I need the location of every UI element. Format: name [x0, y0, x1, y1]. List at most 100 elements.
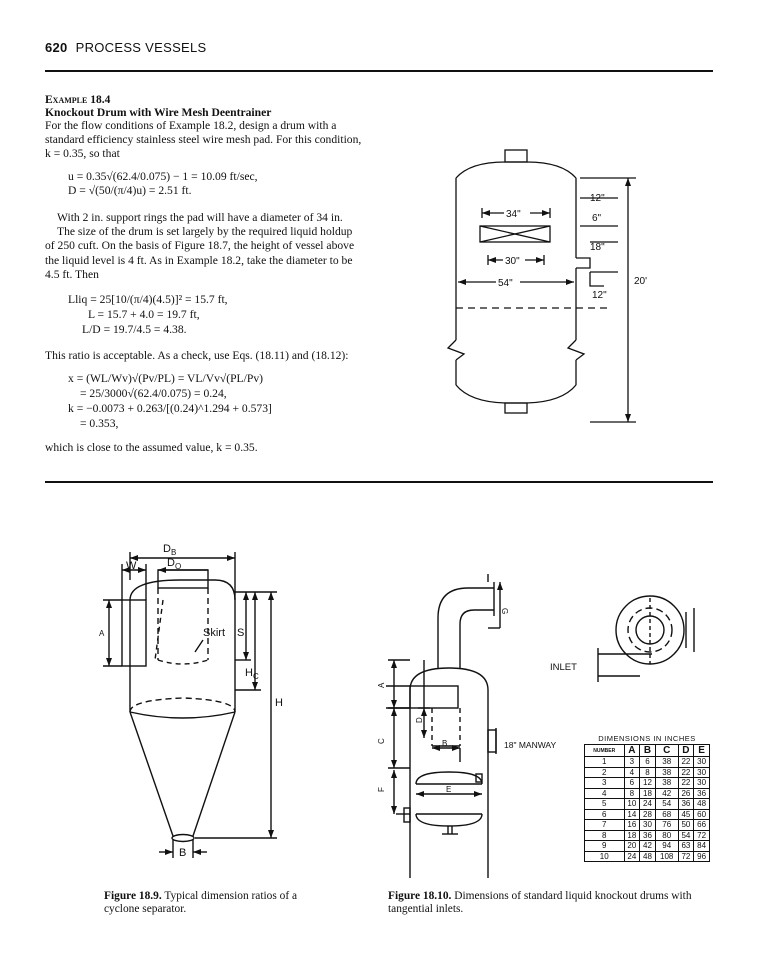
table-cell: 16	[623, 819, 641, 831]
table-cell: 30	[693, 777, 710, 789]
table-cell: 36	[639, 829, 656, 841]
top-head	[455, 161, 577, 179]
table-cell: 1	[584, 756, 625, 768]
example-label: Example 18.4	[45, 94, 111, 106]
equation-u: u = 0.35√(62.4/0.075) − 1 = 10.09 ft/sec…	[68, 170, 258, 183]
label-w: W	[126, 560, 137, 572]
table-cell: 38	[654, 766, 679, 778]
label-b: B	[179, 847, 186, 859]
label-g: G	[500, 608, 509, 614]
paragraph-conclusion: which is close to the assumed value, k =…	[45, 441, 258, 454]
table-cell: 2	[584, 766, 625, 778]
table-cell: 76	[654, 819, 679, 831]
equation-lliq: Lliq = 25[10/(π/4)(4.5)]² = 15.7 ft,	[68, 293, 228, 306]
table-cell: 5	[584, 798, 625, 810]
page-number: 620	[45, 40, 68, 55]
dim-12-bottom-label: 12"	[592, 290, 607, 301]
table-cell: 38	[654, 756, 679, 768]
table-cell: 48	[639, 850, 656, 862]
cyclone-separator-diagram: DB W DO Skirt S A HC H B	[99, 543, 283, 859]
table-cell: 12	[639, 777, 656, 789]
break-right	[566, 339, 586, 361]
table-cell: 3	[623, 756, 641, 768]
example-column: Example 18.4 Knockout Drum with Wire Mes…	[45, 94, 363, 162]
dim-54-label: 54"	[498, 278, 513, 289]
dim-30-label: 30"	[505, 256, 520, 267]
label-f-drum: F	[377, 787, 386, 792]
header-number: NUMBER	[584, 744, 625, 757]
dim-18-label: 18"	[590, 242, 605, 253]
table-cell: 54	[677, 829, 695, 841]
table-cell: 42	[654, 787, 679, 799]
label-a-drum: A	[377, 682, 386, 688]
equation-ld: L/D = 19.7/4.5 = 4.38.	[82, 323, 187, 336]
table-cell: 60	[693, 808, 710, 820]
table-cell: 20	[623, 840, 641, 852]
standard-knockout-drum-diagram: G A D C F B E INLET 18" MANWAY	[377, 574, 695, 878]
label-db: DB	[163, 543, 176, 557]
example-body: With 2 in. support rings the pad will ha…	[45, 211, 363, 282]
caption-fig-18-10-text: Dimensions of standard liquid knockout d…	[388, 890, 692, 915]
table-cell: 7	[584, 819, 625, 831]
manway-flange	[487, 729, 497, 753]
table-cell: 22	[677, 777, 695, 789]
table-cell: 36	[677, 798, 695, 810]
bottom-head	[455, 384, 577, 404]
table-cell: 10	[584, 850, 625, 862]
table-cell: 6	[639, 756, 656, 768]
inlet-pipe	[409, 685, 459, 709]
header-e: E	[693, 744, 710, 757]
knockout-drum-diagram: 34" 30" 54" 12" 6" 18" 12" 20'	[446, 149, 647, 423]
caption-fig-18-10-label: Figure 18.10.	[388, 890, 452, 902]
table-cell: 14	[623, 808, 641, 820]
table-cell: 4	[584, 787, 625, 799]
table-cell: 22	[677, 756, 695, 768]
level-nozzle	[475, 773, 483, 783]
dust-outlet	[171, 833, 195, 843]
label-h: H	[275, 697, 283, 709]
inlet-stub	[589, 272, 604, 287]
label-do: DO	[167, 557, 181, 571]
label-d-drum: D	[415, 717, 424, 723]
equation-l: L = 15.7 + 4.0 = 19.7 ft,	[88, 308, 200, 321]
table-cell: 6	[584, 808, 625, 820]
equation-x-value: = 25/3000√(62.4/0.075) = 0.24,	[80, 387, 227, 400]
table-cell: 72	[677, 850, 695, 862]
table-cell: 36	[693, 787, 710, 799]
table-cell: 96	[693, 850, 710, 862]
label-s: S	[237, 627, 244, 639]
outlet-elbow-outer	[437, 587, 494, 668]
table-cell: 108	[654, 850, 679, 862]
table-cell: 24	[623, 850, 641, 862]
caption-fig-18-10: Figure 18.10. Dimensions of standard liq…	[388, 890, 710, 916]
cone-left	[129, 711, 174, 837]
section-title: PROCESS VESSELS	[75, 40, 207, 55]
header-b: B	[639, 744, 656, 757]
label-hc: HC	[245, 667, 259, 681]
example-intro: For the flow conditions of Example 18.2,…	[45, 119, 362, 161]
table-cell: 48	[693, 798, 710, 810]
table-cell: 30	[639, 819, 656, 831]
equation-k: k = −0.0073 + 0.263/[(0.24)^1.294 + 0.57…	[68, 402, 272, 415]
table-cell: 18	[623, 829, 641, 841]
equation-x: x = (WL/Wv)√(Pv/PL) = VL/Vv√(PL/Pv)	[68, 372, 263, 385]
table-cell: 72	[693, 829, 710, 841]
table-cell: 22	[677, 766, 695, 778]
table-cell: 8	[584, 829, 625, 841]
label-skirt: Skirt	[203, 627, 225, 639]
table-cell: 63	[677, 840, 695, 852]
header-d: D	[677, 744, 695, 757]
table-cell: 18	[639, 787, 656, 799]
dim-12-top-label: 12"	[590, 193, 605, 204]
table-cell: 4	[623, 766, 641, 778]
label-a: A	[99, 629, 105, 638]
table-cell: 30	[693, 766, 710, 778]
